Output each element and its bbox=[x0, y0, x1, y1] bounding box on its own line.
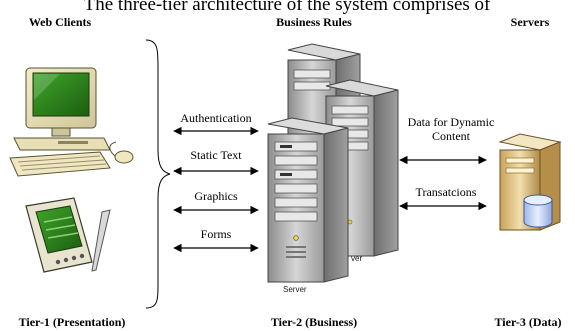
database-cylinder-icon bbox=[523, 194, 553, 228]
header-servers: Servers bbox=[511, 15, 550, 29]
label-dynamic-content-line2: Content bbox=[432, 129, 471, 143]
pda-icon bbox=[25, 197, 111, 273]
label-graphics: Graphics bbox=[194, 189, 238, 203]
client-grouping-brace bbox=[145, 39, 171, 309]
tier-1-label: Tier-1 (Presentation) bbox=[19, 315, 126, 329]
desktop-computer-icon bbox=[9, 67, 134, 177]
label-transactions: Transatcions bbox=[416, 185, 477, 199]
server-label-front: Server bbox=[283, 285, 307, 294]
header-web-clients: Web Clients bbox=[29, 15, 92, 29]
label-dynamic-content-line1: Data for Dynamic bbox=[408, 115, 495, 129]
header-business-rules: Business Rules bbox=[276, 15, 352, 29]
label-authentication: Authentication bbox=[180, 111, 251, 125]
label-forms: Forms bbox=[201, 227, 232, 241]
caption-text: The three-tier architecture of the syste… bbox=[84, 0, 491, 15]
tier-3-label: Tier-3 (Data) bbox=[495, 315, 562, 329]
server-tower-front-icon: Server bbox=[267, 117, 349, 294]
server-label-back: ver bbox=[351, 254, 362, 263]
tier-2-label: Tier-2 (Business) bbox=[271, 315, 357, 329]
label-static-text: Static Text bbox=[190, 148, 242, 162]
